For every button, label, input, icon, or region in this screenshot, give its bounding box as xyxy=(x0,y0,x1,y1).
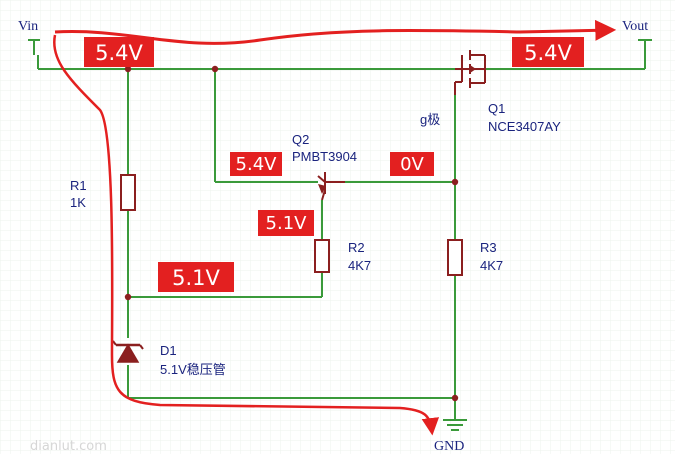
junction-dots xyxy=(124,65,459,402)
q2-part: PMBT3904 xyxy=(292,149,357,164)
svg-text:5.4V: 5.4V xyxy=(95,41,143,65)
voltage-tag-q2-collector: 5.4V xyxy=(230,152,282,176)
transistor-q2 xyxy=(305,172,345,201)
voltage-tag-q2-emitter: 5.1V xyxy=(258,210,314,236)
d1-desc: 5.1V稳压管 xyxy=(160,362,226,377)
svg-text:5.1V: 5.1V xyxy=(172,266,220,290)
r2-ref: R2 xyxy=(348,240,365,255)
q2-ref: Q2 xyxy=(292,132,309,147)
r3-ref: R3 xyxy=(480,240,497,255)
wires xyxy=(28,39,652,420)
watermark: dianlut.com xyxy=(30,439,107,454)
voltage-tag-q1-gate: 0V xyxy=(390,152,434,176)
q1-gate-label: g极 xyxy=(420,112,440,127)
mosfet-q1 xyxy=(454,50,486,95)
r2-value: 4K7 xyxy=(348,258,371,273)
ground-symbol xyxy=(443,419,467,431)
r1-value: 1K xyxy=(70,195,86,210)
terminal-label-vout: Vout xyxy=(622,19,648,34)
resistor-r1 xyxy=(120,174,136,211)
svg-text:0V: 0V xyxy=(400,154,424,175)
r1-ref: R1 xyxy=(70,178,87,193)
terminal-label-vin: Vin xyxy=(18,19,38,34)
voltage-tag-vout-rail: 5.4V xyxy=(512,37,584,67)
r3-value: 4K7 xyxy=(480,258,503,273)
terminal-label-gnd: GND xyxy=(434,439,464,454)
current-flow-arrow-top xyxy=(54,19,617,45)
resistor-r2 xyxy=(314,239,330,273)
q1-ref: Q1 xyxy=(488,101,505,116)
voltage-tag-vin-rail: 5.4V xyxy=(84,37,154,67)
svg-text:5.4V: 5.4V xyxy=(524,41,572,65)
d1-ref: D1 xyxy=(160,343,177,358)
zener-diode-d1 xyxy=(112,340,144,363)
resistor-r3 xyxy=(447,239,463,276)
voltage-tag-zener-node: 5.1V xyxy=(158,262,234,292)
svg-text:5.4V: 5.4V xyxy=(236,154,278,175)
current-flow-arrow-ground xyxy=(52,34,440,436)
svg-text:5.1V: 5.1V xyxy=(266,213,308,234)
q1-part: NCE3407AY xyxy=(488,119,561,134)
